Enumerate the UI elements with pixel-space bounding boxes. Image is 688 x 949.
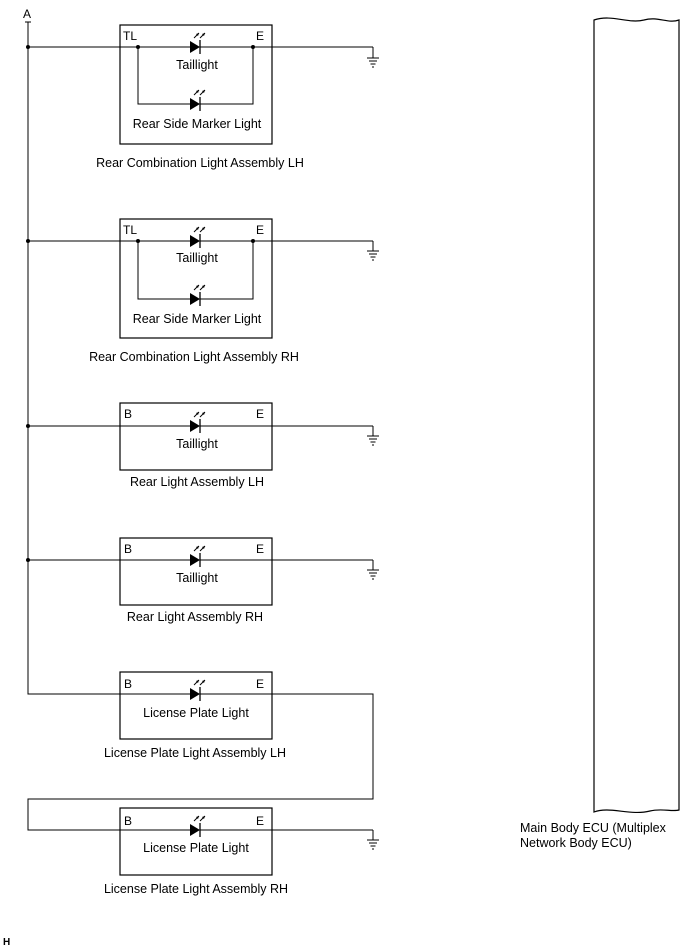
lamp-label: Taillight bbox=[176, 251, 218, 265]
rear-light-rh: B E Taillight Rear Light Assembly RH bbox=[26, 537, 380, 624]
ecu-block bbox=[593, 17, 680, 814]
pin-label-left: B bbox=[124, 814, 132, 828]
lamp-label: Taillight bbox=[176, 58, 218, 72]
led-icon bbox=[189, 815, 206, 838]
component-caption: Rear Light Assembly LH bbox=[130, 475, 264, 489]
license-plate-light-lh: B E License Plate Light License Plate Li… bbox=[27, 560, 374, 831]
led-icon bbox=[189, 545, 206, 568]
rear-combination-light-lh: TL E Taillight Rear Side Marker Light Re… bbox=[26, 24, 380, 170]
lamp-label: License Plate Light bbox=[143, 706, 249, 720]
component-box bbox=[119, 807, 273, 876]
ecu-label-line2: Network Body ECU) bbox=[520, 836, 632, 850]
component-box bbox=[119, 537, 273, 606]
ground-icon bbox=[366, 250, 380, 261]
pin-label-right: E bbox=[256, 677, 264, 691]
main-body-ecu: Main Body ECU (Multiplex Network Body EC… bbox=[520, 17, 680, 850]
lamp-label: Taillight bbox=[176, 571, 218, 585]
pin-label-left: B bbox=[124, 407, 132, 421]
pin-label-left: B bbox=[124, 542, 132, 556]
component-box bbox=[119, 402, 273, 471]
license-plate-light-rh: B E License Plate Light License Plate Li… bbox=[104, 807, 380, 896]
led-icon bbox=[189, 32, 206, 55]
pin-label-left: B bbox=[124, 677, 132, 691]
led-icon bbox=[189, 679, 206, 702]
ecu-label-line1: Main Body ECU (Multiplex bbox=[520, 821, 667, 835]
footer-mark: H bbox=[3, 937, 10, 948]
pin-label-left: TL bbox=[123, 29, 137, 43]
lamp-label: Rear Side Marker Light bbox=[133, 312, 262, 326]
led-icon bbox=[189, 284, 206, 307]
pin-label-right: E bbox=[256, 407, 264, 421]
pin-label-left: TL bbox=[123, 223, 137, 237]
component-box bbox=[119, 218, 273, 339]
component-caption: Rear Combination Light Assembly LH bbox=[96, 156, 304, 170]
ground-icon bbox=[366, 569, 380, 580]
pin-label-right: E bbox=[256, 814, 264, 828]
led-icon bbox=[189, 226, 206, 249]
connector-a-label: A bbox=[23, 7, 31, 21]
led-icon bbox=[189, 89, 206, 112]
ground-icon bbox=[366, 57, 380, 68]
ground-icon bbox=[366, 839, 380, 850]
lamp-label: Taillight bbox=[176, 437, 218, 451]
connector-a: A bbox=[23, 7, 31, 23]
rear-light-lh: B E Taillight Rear Light Assembly LH bbox=[26, 402, 380, 489]
component-caption: Rear Combination Light Assembly RH bbox=[89, 350, 299, 364]
rear-combination-light-rh: TL E Taillight Rear Side Marker Light Re… bbox=[26, 218, 380, 364]
ground-icon bbox=[366, 435, 380, 446]
component-caption: License Plate Light Assembly LH bbox=[104, 746, 286, 760]
component-caption: Rear Light Assembly RH bbox=[127, 610, 263, 624]
lamp-label: Rear Side Marker Light bbox=[133, 117, 262, 131]
lamp-label: License Plate Light bbox=[143, 841, 249, 855]
component-box bbox=[119, 671, 273, 740]
pin-label-right: E bbox=[256, 29, 264, 43]
pin-label-right: E bbox=[256, 542, 264, 556]
component-box bbox=[119, 24, 273, 145]
component-caption: License Plate Light Assembly RH bbox=[104, 882, 288, 896]
pin-label-right: E bbox=[256, 223, 264, 237]
led-icon bbox=[189, 411, 206, 434]
